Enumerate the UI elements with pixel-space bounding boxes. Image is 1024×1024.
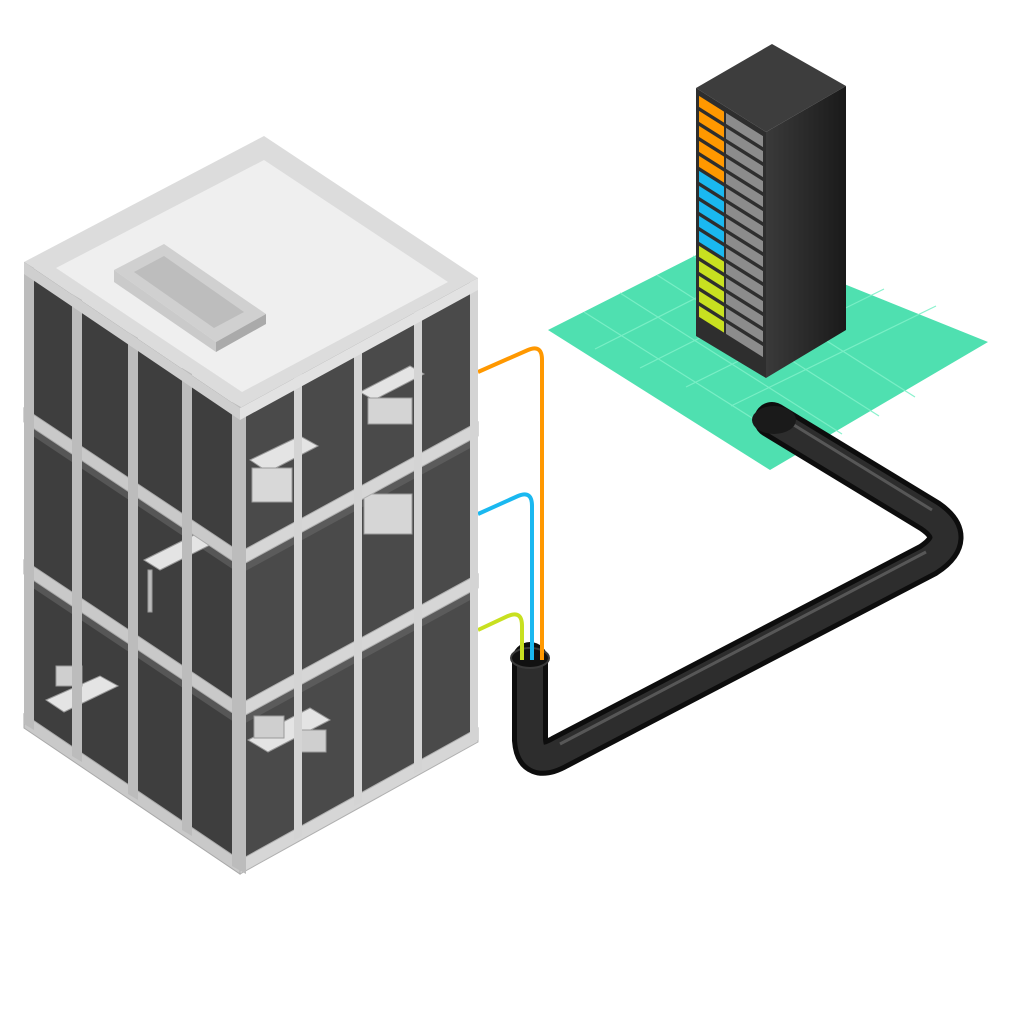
rack-slot-vent <box>726 217 763 253</box>
rack-slot-blue <box>699 200 724 228</box>
rack-slot-vent <box>726 277 763 313</box>
rack-slot-blue <box>699 215 724 243</box>
rack-slot-vent <box>726 127 763 163</box>
rack-slot-vent <box>726 322 763 358</box>
cables <box>477 346 544 660</box>
rack-slot-vent <box>726 157 763 193</box>
rack-slot-orange <box>699 155 724 183</box>
conduit-floor-end <box>752 406 796 434</box>
orange-cable <box>477 346 544 660</box>
rack-slot-vent <box>726 112 763 148</box>
rack-slot-yellow <box>699 275 724 303</box>
rack-slot-yellow <box>699 290 724 318</box>
rack-slot-yellow <box>699 245 724 273</box>
rack-slot-blue <box>699 185 724 213</box>
rack-slot-orange <box>699 125 724 153</box>
server-rack-icon <box>696 44 846 378</box>
rack-slot-orange <box>699 140 724 168</box>
rack-slot-vent <box>726 307 763 343</box>
rack-slot-orange <box>699 110 724 138</box>
rack-slots <box>699 95 763 358</box>
blue-cable <box>477 492 534 660</box>
rack-slot-yellow <box>699 305 724 333</box>
rack-slot-vent <box>726 142 763 178</box>
cable-conduit-icon <box>510 402 964 776</box>
rack-slot-yellow <box>699 260 724 288</box>
yellow-cable <box>477 612 524 660</box>
rack-slot-vent <box>726 232 763 268</box>
rack-slot-orange <box>699 95 724 123</box>
rack-slot-vent <box>726 172 763 208</box>
rack-slot-blue <box>699 170 724 198</box>
rack-slot-vent <box>726 292 763 328</box>
roof-hatch <box>114 244 266 352</box>
rack-slot-blue <box>699 230 724 258</box>
rack-slot-vent <box>726 262 763 298</box>
office-building-icon <box>23 136 479 875</box>
rack-slot-vent <box>726 247 763 283</box>
rack-slot-vent <box>726 202 763 238</box>
rack-slot-vent <box>726 187 763 223</box>
